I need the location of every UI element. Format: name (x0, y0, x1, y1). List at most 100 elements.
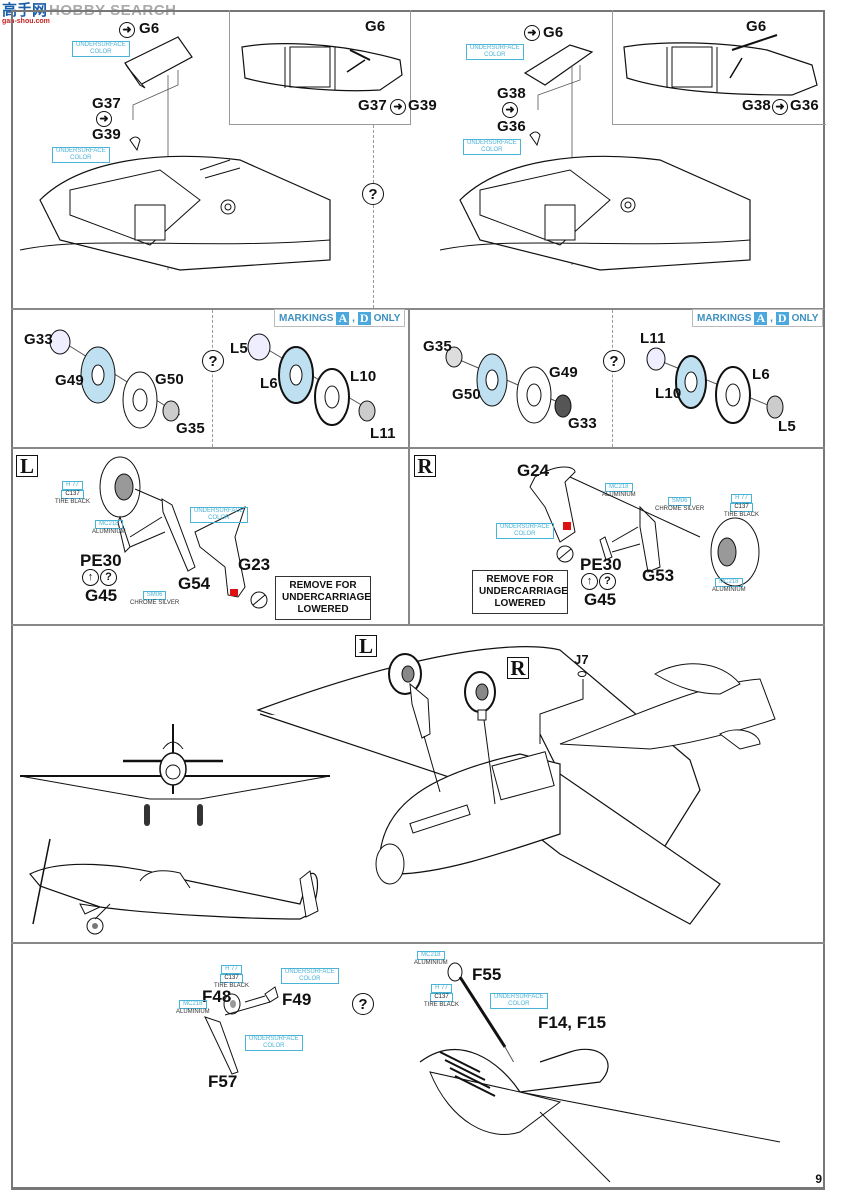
side-left-badge: L (16, 454, 38, 478)
fuselage-drawing-left (19, 36, 331, 271)
bend-icon: ↑ (581, 573, 598, 590)
dashed-divider (373, 125, 374, 308)
part-label: PE30 (80, 551, 122, 570)
attach-icon: ➜ (524, 25, 540, 41)
part-label: G36 (790, 97, 819, 114)
divider (11, 447, 825, 449)
part-label: G39 (92, 126, 121, 143)
part-label: G54 (178, 574, 211, 593)
paint-callout-tire: H 77 C137 TIRE BLACK (214, 965, 250, 989)
part-label: G24 (517, 461, 550, 480)
wheel-exploded-views (49, 329, 784, 429)
tail-wheel-drawings (204, 962, 781, 1183)
paint-callout-tire: H 77 C137 TIRE BLACK (724, 494, 760, 518)
paint-callout-chrome: SM06 CHROME SILVER (655, 497, 705, 512)
part-label: G6 (365, 18, 386, 35)
optional-icon: ? (100, 569, 117, 586)
part-label: G49 (549, 364, 578, 381)
part-label: L5 (778, 418, 796, 435)
part-label: F57 (208, 1072, 238, 1091)
markings-note: MARKINGS A , D ONLY (692, 309, 824, 327)
part-label: L6 (752, 366, 770, 383)
part-label: PE30 (580, 555, 622, 574)
part-label: G36 (497, 118, 526, 135)
door-detail-right (623, 34, 818, 96)
part-label: L6 (260, 375, 278, 392)
paint-callout-aluminium: MC218 ALUMINIUM (602, 483, 636, 498)
detail-inset-right (612, 10, 826, 125)
door-detail-left (241, 43, 403, 92)
divider (11, 942, 825, 944)
part-label: J7 (574, 652, 589, 667)
part-label: G45 (85, 586, 118, 605)
optional-icon: ? (603, 350, 625, 372)
watermark-url: gan-shou.com (2, 18, 50, 25)
part-label: G37 (92, 95, 121, 112)
optional-icon: ? (202, 350, 224, 372)
part-label: G38 (742, 97, 771, 114)
paint-callout-aluminium: MC218 ALUMINIUM (92, 520, 126, 535)
part-label: G45 (584, 590, 617, 609)
part-label: L10 (655, 385, 682, 402)
part-label: G35 (423, 338, 452, 355)
side-right-badge: R (507, 656, 529, 680)
part-label: F14, F15 (538, 1013, 607, 1032)
part-label: F48 (202, 987, 232, 1006)
part-label: G53 (642, 566, 675, 585)
dashed-divider (612, 310, 613, 447)
paint-callout-chrome: SM06 CHROME SILVER (130, 591, 180, 606)
part-label: G49 (55, 372, 84, 389)
attach-icon: ➜ (119, 22, 135, 38)
paint-callout-aluminium: MC218 ALUMINIUM (176, 1000, 210, 1015)
markings-note: MARKINGS A , D ONLY (274, 309, 406, 327)
part-label: G50 (452, 386, 481, 403)
marking-badge-a: A (754, 310, 768, 325)
part-label: G37 (358, 97, 387, 114)
bend-icon: ↑ (82, 569, 99, 586)
part-label: G33 (568, 415, 597, 432)
attach-icon: ➜ (772, 99, 788, 115)
part-label: G23 (238, 555, 271, 574)
divider (11, 624, 825, 626)
paint-callout-aluminium: MC218 ALUMINIUM (712, 578, 746, 593)
detail-inset-left (229, 10, 411, 125)
side-right-badge: R (414, 454, 436, 478)
optional-icon: ? (362, 183, 384, 205)
page-number: 9 (815, 1172, 822, 1186)
part-label: G6 (139, 20, 160, 37)
attach-icon: ➜ (390, 99, 406, 115)
optional-icon: ? (352, 993, 374, 1015)
part-label: G6 (543, 24, 564, 41)
part-label: F49 (282, 990, 312, 1009)
part-label: L10 (350, 368, 377, 385)
divider (408, 308, 410, 624)
part-label: G6 (746, 18, 767, 35)
paint-callout-tire: H 77 C137 TIRE BLACK (55, 481, 91, 505)
dashed-divider (212, 310, 213, 447)
undercarriage-drawings (99, 456, 760, 609)
part-label: F55 (472, 965, 502, 984)
aircraft-drawings (19, 646, 776, 935)
part-label: L11 (640, 330, 666, 347)
paint-callout-tire: H 77 C137 TIRE BLACK (424, 984, 460, 1008)
part-label: G35 (176, 420, 205, 437)
paint-callout-aluminium: MC218 ALUMINIUM (414, 951, 448, 966)
optional-icon: ? (599, 573, 616, 590)
side-left-badge: L (355, 634, 377, 658)
fuselage-drawing-right (439, 44, 751, 271)
part-label: G39 (408, 97, 437, 114)
part-label: L5 (230, 340, 248, 357)
part-label: G50 (155, 371, 184, 388)
marking-badge-d: D (357, 310, 371, 325)
part-label: L11 (370, 425, 396, 442)
